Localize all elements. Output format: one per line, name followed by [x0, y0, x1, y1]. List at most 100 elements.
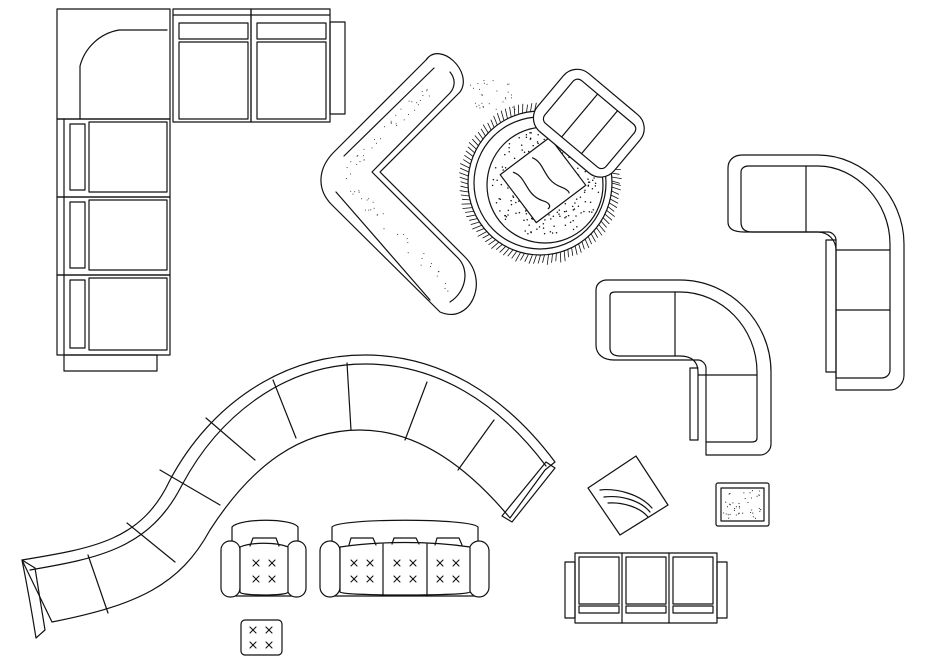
stipple-dot: [537, 133, 539, 136]
stipple-dot: [726, 506, 729, 508]
stipple-dot: [422, 95, 424, 96]
stipple-dot: [738, 513, 740, 515]
fringe-strand: [598, 224, 606, 233]
stipple-dot: [591, 188, 594, 190]
fringe-strand: [465, 150, 474, 157]
stipple-dot: [515, 201, 517, 204]
fringe-strand: [507, 249, 514, 257]
sectional-corner-seat: [56, 8, 171, 120]
stipple-dot: [549, 231, 552, 233]
stipple-dot: [504, 214, 506, 217]
fringe-strand: [504, 108, 508, 120]
stipple-dot: [350, 190, 352, 192]
stipple-dot: [744, 497, 746, 500]
sectional-left-seat-upper: [56, 118, 171, 198]
fringe-strand: [477, 231, 488, 237]
fringe-strand: [491, 241, 500, 249]
stipple-dot: [376, 142, 378, 144]
stipple-dot: [752, 512, 754, 514]
fringe-strand: [469, 218, 478, 221]
stipple-dot: [411, 101, 413, 103]
fringe-strand: [563, 250, 566, 262]
tuft-cross: [265, 626, 273, 634]
side-table-stipple: [723, 490, 762, 519]
stipple-dot: [572, 228, 575, 231]
stipple-dot: [759, 510, 761, 512]
stipple-dot: [530, 217, 533, 220]
stipple-dot: [436, 275, 438, 277]
stipple-dot: [520, 144, 523, 146]
stipple-dot: [504, 218, 507, 221]
stipple-dot: [512, 195, 514, 197]
stipple-dot: [483, 82, 485, 84]
stipple-dot: [407, 252, 409, 254]
stipple-dot: [527, 150, 530, 153]
tuft-cross: [452, 559, 460, 567]
stipple-dot: [564, 224, 567, 227]
fringe-strand: [472, 224, 483, 230]
fringe-strand: [460, 163, 471, 169]
tuft-cross: [268, 575, 276, 583]
tufted-three-seat-sofa: [319, 519, 490, 598]
stipple-dot: [525, 213, 528, 215]
stipple-dot: [584, 189, 586, 192]
stipple-dot: [477, 83, 479, 85]
stipple-dot: [479, 88, 480, 90]
stipple-dot: [528, 224, 530, 226]
stipple-dot: [577, 205, 580, 208]
stipple-dot: [725, 501, 727, 503]
stipple-dot: [494, 167, 497, 169]
fringe-strand: [542, 254, 545, 263]
fringe-strand: [462, 207, 473, 209]
corner-sofa: [532, 68, 645, 178]
stipple-dot: [472, 87, 474, 89]
stipple-dot: [417, 104, 419, 106]
stipple-dot: [370, 209, 372, 211]
stipple-dot: [583, 210, 585, 213]
fringe-strand: [537, 254, 541, 264]
stipple-dot: [542, 227, 545, 229]
stipple-dot: [507, 214, 509, 216]
tuft-cross: [249, 641, 257, 649]
stipple-dot: [575, 215, 577, 217]
stipple-dot: [728, 493, 730, 495]
stipple-dot: [499, 210, 501, 212]
fringe-strand: [490, 119, 495, 128]
stipple-dot: [357, 155, 359, 156]
stipple-dot: [500, 183, 503, 186]
stipple-dot: [403, 234, 405, 235]
fringe-strand: [526, 104, 528, 113]
stipple-dot: [735, 506, 737, 508]
stipple-dot: [496, 90, 498, 92]
stipple-dot: [444, 283, 446, 284]
stipple-dot: [364, 209, 366, 211]
fringe-strand: [459, 167, 470, 173]
stipple-dot: [510, 199, 512, 202]
stipple-dot: [483, 106, 485, 108]
fringe-strand: [460, 181, 469, 185]
stipple-dot: [530, 231, 532, 234]
stipple-dot: [346, 167, 348, 169]
stipple-dot: [426, 89, 428, 91]
stipple-dot: [403, 119, 405, 121]
stipple-dot: [729, 503, 731, 505]
tuft-cross: [436, 575, 444, 583]
fringe-strand: [530, 103, 533, 112]
stipple-dot: [416, 102, 418, 104]
stipple-dot: [363, 155, 364, 157]
fringe-strand: [611, 186, 621, 191]
fringe-strand: [546, 254, 549, 265]
stipple-dot: [742, 512, 744, 514]
tuft-cross: [249, 626, 257, 634]
stipple-dot: [529, 138, 532, 140]
stipple-dot: [749, 492, 751, 494]
stipple-dot: [470, 84, 471, 86]
fringe-strand: [610, 194, 619, 200]
fringe-strand: [459, 172, 469, 177]
fringe-strand: [509, 106, 512, 118]
stipple-dot: [591, 179, 594, 182]
stipple-dot: [758, 494, 760, 496]
stipple-dot: [752, 516, 754, 518]
stipple-dot: [760, 509, 762, 511]
l-shaped-sectional-sofa: [56, 8, 346, 372]
